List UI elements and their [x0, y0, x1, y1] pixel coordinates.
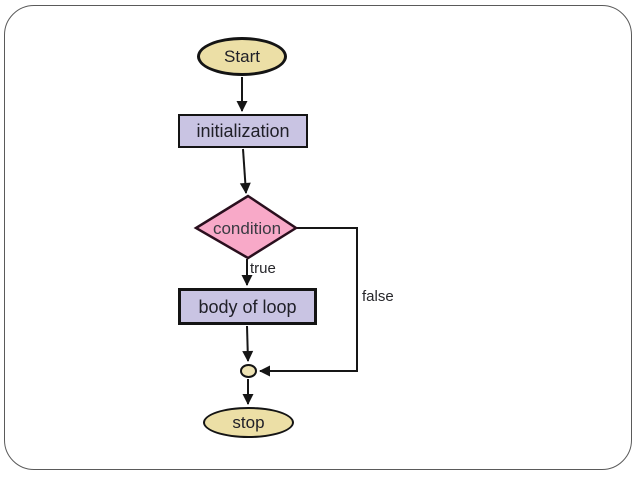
slide-frame [4, 5, 632, 470]
edge-label-false: false [362, 288, 394, 305]
node-initialization: initialization [178, 114, 308, 148]
node-initialization-label: initialization [196, 121, 290, 141]
node-body-of-loop-label: body of loop [198, 296, 297, 317]
edge-body-to-junction [242, 325, 254, 362]
condition-diamond [193, 194, 299, 260]
node-junction-dot [240, 364, 257, 378]
node-start: Start [197, 37, 287, 76]
node-start-label: Start [224, 47, 260, 66]
node-condition-label: condition [212, 219, 282, 238]
node-stop: stop [203, 407, 294, 438]
node-body-of-loop: body of loop [178, 288, 317, 325]
edge-initialization-to-condition [239, 148, 251, 194]
node-stop-label: stop [232, 413, 265, 432]
edge-label-true: true [250, 260, 276, 277]
edge-condition-false-to-junction [259, 227, 358, 377]
